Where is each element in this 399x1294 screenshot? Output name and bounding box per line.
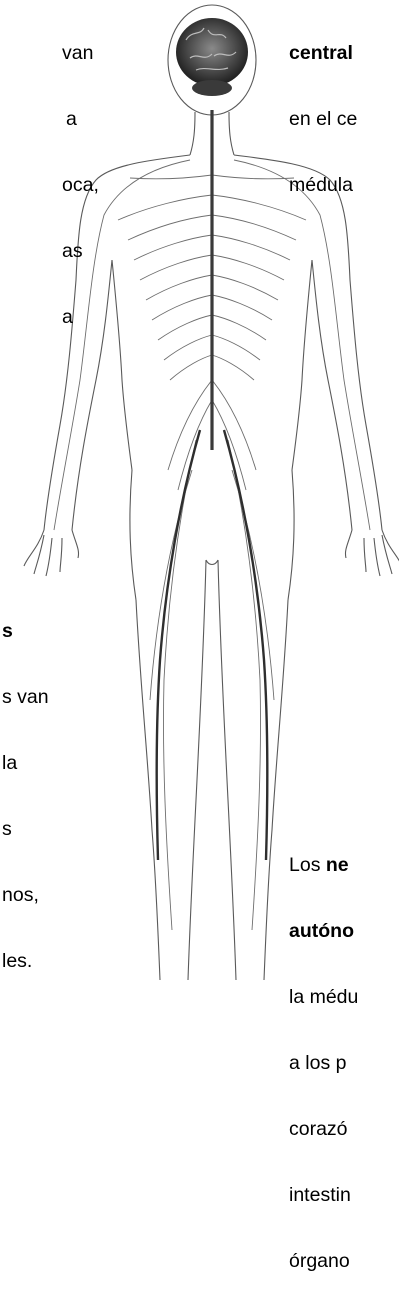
brain bbox=[176, 18, 248, 96]
caption-bold-line: autóno bbox=[289, 920, 358, 942]
caption-line: a bbox=[62, 306, 99, 328]
caption-line: a los p bbox=[289, 1052, 358, 1074]
caption-line: as bbox=[62, 240, 99, 262]
caption-line: corazó bbox=[289, 1118, 358, 1140]
sciatic-nerves bbox=[157, 430, 268, 860]
caption-line: intestin bbox=[289, 1184, 358, 1206]
caption-line: a bbox=[62, 108, 99, 130]
caption-mid-left: s s van la s nos, les. bbox=[2, 576, 49, 994]
caption-line: s van bbox=[2, 686, 49, 708]
caption-line: en el ce bbox=[289, 108, 357, 130]
caption-line: la médu bbox=[289, 986, 358, 1008]
caption-line: nos, bbox=[2, 884, 49, 906]
caption-line: oca, bbox=[62, 174, 99, 196]
caption-line: órgano bbox=[289, 1250, 358, 1272]
caption-bold-line: central bbox=[289, 42, 357, 64]
caption-bold-line: s bbox=[2, 620, 49, 642]
caption-top-left: van a oca, as a bbox=[62, 0, 99, 350]
caption-line: s bbox=[2, 818, 49, 840]
caption-first-line: Los ne bbox=[289, 854, 358, 876]
caption-top-right: central en el ce médula bbox=[289, 0, 357, 218]
caption-line: médula bbox=[289, 174, 357, 196]
caption-line: la bbox=[2, 752, 49, 774]
caption-line: les. bbox=[2, 950, 49, 972]
caption-line: van bbox=[62, 42, 99, 64]
caption-bottom-right: Los ne autóno la médu a los p corazó int… bbox=[289, 810, 358, 1294]
